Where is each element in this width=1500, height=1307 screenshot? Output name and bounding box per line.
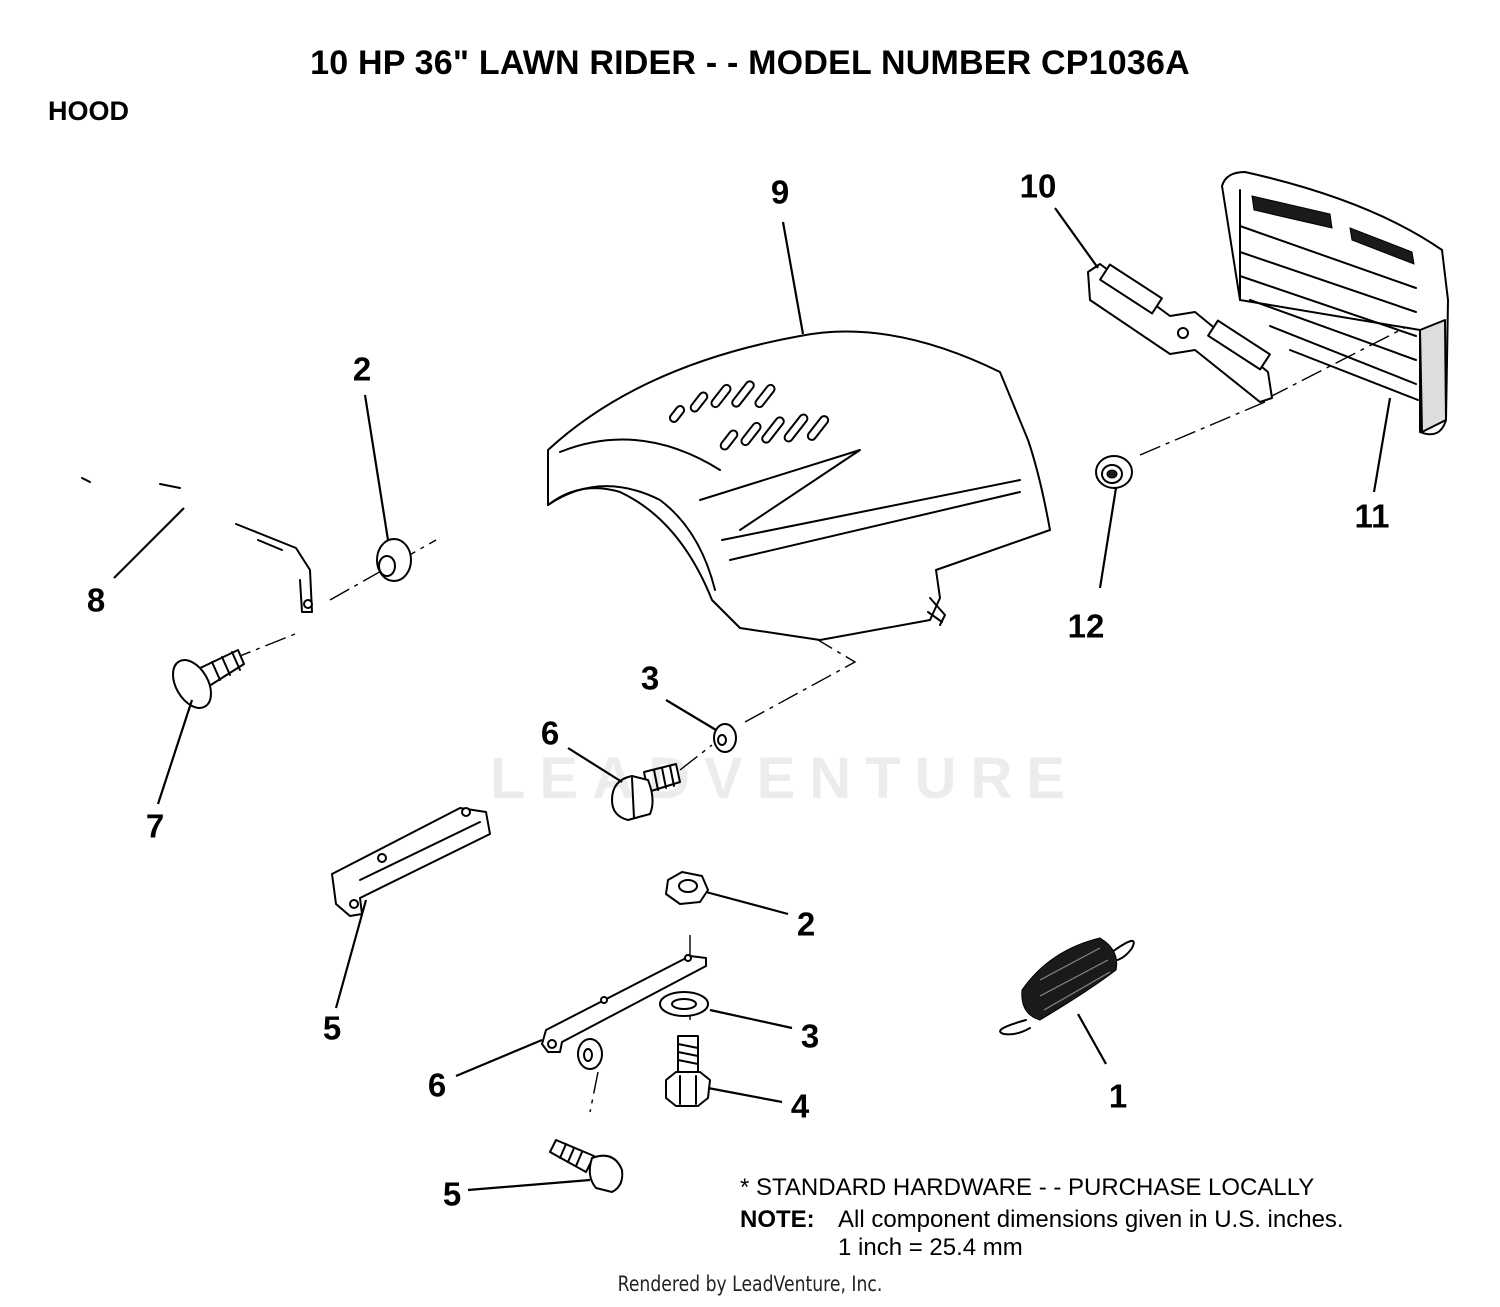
washer-part-3-upper[interactable] [713, 723, 737, 753]
callout-8: 6 [540, 714, 560, 752]
note-label: NOTE: [740, 1206, 815, 1233]
note-conversion: 1 inch = 25.4 mm [838, 1234, 1023, 1261]
hood-bracket-part-10[interactable] [81, 477, 313, 613]
note-dimensions: All component dimensions given in U.S. i… [838, 1206, 1344, 1233]
standard-hardware-note: * STANDARD HARDWARE - - PURCHASE LOCALLY [740, 1174, 1315, 1201]
callout-7: 5 [322, 1009, 342, 1047]
grille-part-13[interactable] [1221, 171, 1449, 436]
nut-part-2-upper[interactable] [376, 538, 412, 582]
bolt-part-9[interactable] [165, 649, 245, 715]
bolt-part-8[interactable] [611, 763, 681, 821]
callout-3-upper: 3 [640, 659, 660, 697]
nut-part-2-lower[interactable] [665, 871, 709, 905]
support-bracket-part-7[interactable] [331, 807, 491, 917]
callout-11: 9 [770, 173, 790, 211]
diagram-title: 10 HP 36" LAWN RIDER - - MODEL NUMBER CP… [310, 44, 1190, 82]
callout-1: 1 [1108, 1077, 1128, 1115]
leader-lines [113, 207, 1392, 1192]
callout-9: 7 [145, 807, 165, 845]
watermark: LEADVENTURE [490, 746, 1080, 811]
washer-near-part-6[interactable] [577, 1038, 603, 1070]
callout-5: 5 [442, 1175, 462, 1213]
callout-6: 6 [427, 1066, 447, 1104]
callout-4: 4 [790, 1087, 810, 1125]
callout-16: 12 [1067, 607, 1105, 645]
callout-13: 11 [1354, 497, 1390, 535]
support-strap-part-6[interactable] [541, 954, 707, 1053]
spring-part-1[interactable] [999, 937, 1135, 1036]
washer-part-3-lower[interactable] [659, 991, 709, 1017]
callout-12: 10 [1019, 167, 1057, 205]
render-credit: Rendered by LeadVenture, Inc. [617, 1272, 883, 1296]
section-label: HOOD [48, 96, 129, 126]
bolt-part-4[interactable] [665, 1035, 711, 1107]
hood-part-11[interactable] [547, 330, 1051, 641]
callout-3-lower: 3 [800, 1017, 820, 1055]
flange-nut-part-16[interactable] [1095, 455, 1133, 489]
hood-vent-slots [668, 380, 830, 451]
callout-10: 8 [86, 581, 106, 619]
notes-block: * STANDARD HARDWARE - - PURCHASE LOCALLY… [740, 1174, 1344, 1262]
callout-2-upper: 2 [352, 350, 372, 388]
bracket-part-12[interactable] [1087, 263, 1273, 403]
bolt-part-5[interactable] [549, 1139, 624, 1193]
callout-2-lower: 2 [796, 905, 816, 943]
